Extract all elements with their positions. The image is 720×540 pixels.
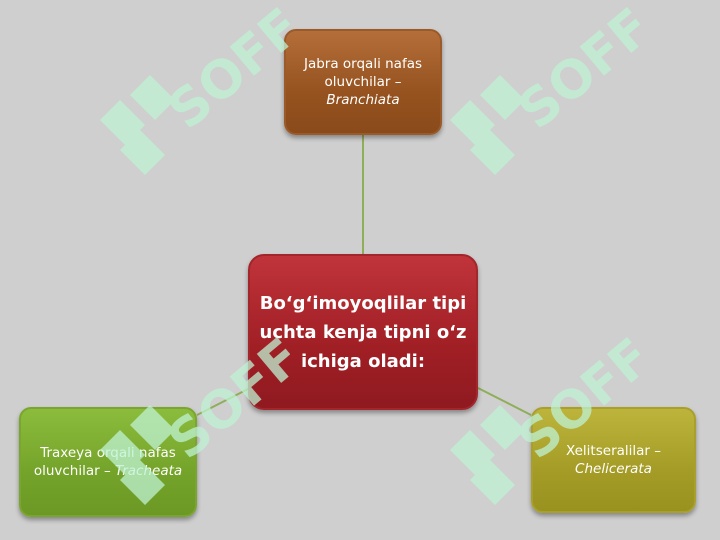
branch-node-top-label: Jabra orqali nafas oluvchilar – Branchia… xyxy=(286,55,440,109)
central-node: Bo‘g‘imoyoqlilar tipi uchta kenja tipni … xyxy=(248,254,478,410)
central-node-label: Bo‘g‘imoyoqlilar tipi uchta kenja tipni … xyxy=(259,292,467,372)
branch-top-text: Jabra orqali nafas oluvchilar – xyxy=(303,56,423,90)
connector-left xyxy=(196,387,251,416)
branch-right-latin: Chelicerata xyxy=(575,461,652,477)
branch-node-right: Xelitseralilar – Chelicerata xyxy=(531,407,696,513)
branch-left-latin: Tracheata xyxy=(115,463,183,479)
connector-right xyxy=(477,387,532,416)
branch-node-right-label: Xelitseralilar – Chelicerata xyxy=(533,442,694,478)
branch-right-text: Xelitseralilar – xyxy=(565,443,662,459)
branch-node-left-label: Traxeya orqali nafas oluvchilar – Trache… xyxy=(21,444,195,480)
branch-node-left: Traxeya orqali nafas oluvchilar – Trache… xyxy=(19,407,197,517)
branch-node-top: Jabra orqali nafas oluvchilar – Branchia… xyxy=(284,29,442,135)
branch-top-latin: Branchiata xyxy=(326,92,400,108)
